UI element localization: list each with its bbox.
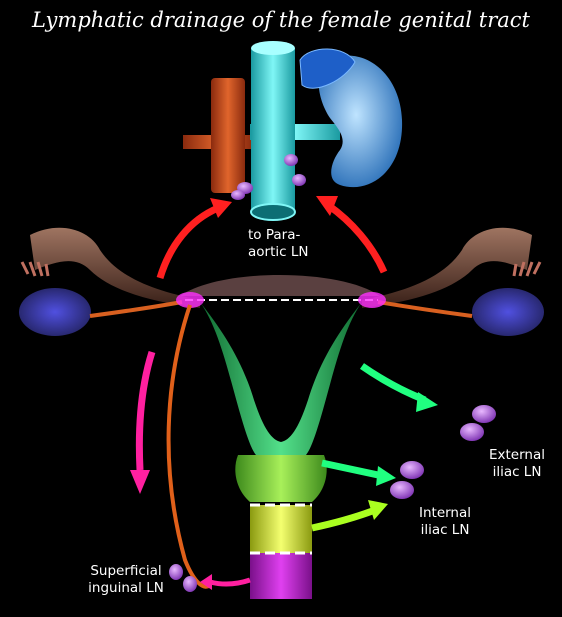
paraaortic-lymph-node [231, 154, 306, 200]
superficial-inguinal-lymph-node [169, 564, 197, 592]
cornu-left [176, 292, 204, 308]
superficial-inguinal-label-line2: inguinal LN [88, 580, 164, 596]
vena-cava [250, 41, 340, 221]
ovarian-ligament-right [377, 300, 473, 318]
superficial-inguinal-label: Superficial inguinal LN [76, 563, 176, 597]
inguinal-arrow-vagina [200, 574, 251, 590]
external-iliac-label-line1: External [488, 447, 545, 463]
ovary-right [472, 288, 544, 336]
internal-iliac-label-line1: Internal [418, 505, 472, 521]
internal-iliac-arrow-vagina [311, 500, 388, 532]
cornu-right [358, 292, 386, 308]
uterus [200, 302, 362, 455]
superficial-inguinal-label-line1: Superficial [90, 563, 162, 579]
cervix [235, 455, 327, 502]
paraaortic-arrow-left [156, 198, 232, 280]
round-ligament [166, 304, 212, 589]
aorta [183, 78, 253, 193]
fallopian-tube-left [20, 227, 200, 308]
external-iliac-lymph-node [460, 405, 496, 441]
ovary-left [19, 288, 91, 336]
paraaortic-label-line2: aortic LN [248, 244, 309, 260]
upper-vagina [250, 505, 312, 553]
uterine-fundus [180, 275, 380, 296]
external-iliac-label: External iliac LN [477, 447, 557, 481]
lower-vagina [250, 553, 312, 599]
diagram-title: Lymphatic drainage of the female genital… [31, 8, 530, 32]
external-iliac-label-line2: iliac LN [492, 464, 542, 480]
external-iliac-arrow [360, 363, 438, 412]
paraaortic-arrow-right [316, 196, 388, 274]
internal-iliac-arrow [321, 459, 396, 486]
fallopian-tube-right [362, 227, 542, 308]
internal-iliac-label: Internal iliac LN [405, 505, 485, 539]
kidney [299, 48, 403, 188]
paraaortic-label: to Para- aortic LN [248, 227, 338, 261]
paraaortic-label-line1: to Para- [248, 227, 301, 243]
inguinal-arrow-left [130, 350, 156, 494]
internal-iliac-lymph-node [390, 461, 424, 499]
internal-iliac-label-line2: iliac LN [420, 522, 470, 538]
ovarian-ligament-left [89, 300, 183, 318]
